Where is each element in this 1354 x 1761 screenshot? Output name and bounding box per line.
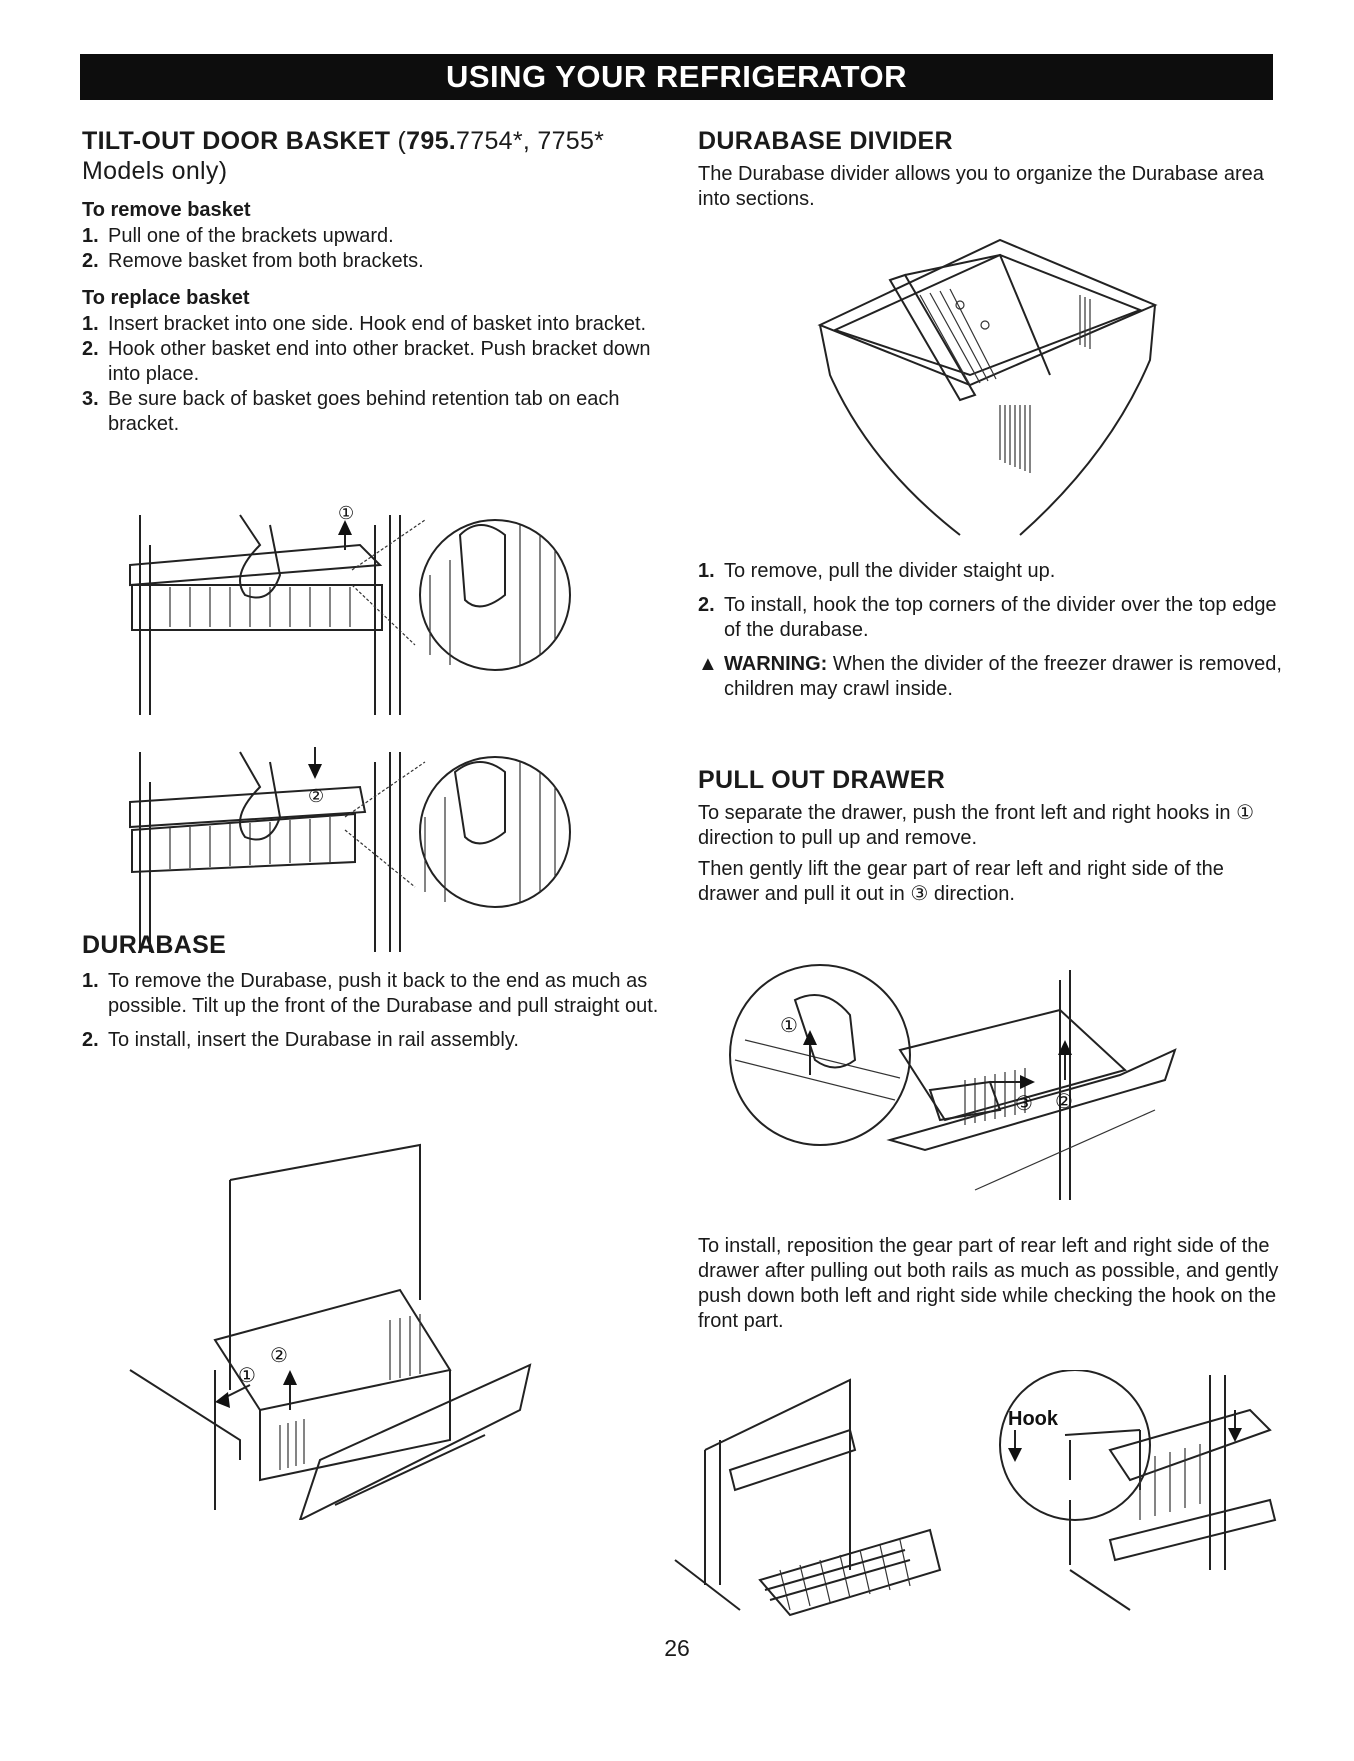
list-item: 3. Be sure back of basket goes behind ret…: [82, 387, 662, 437]
pull-out-marker-1: ①: [780, 1013, 798, 1037]
replace-basket-steps: 1. Insert bracket into one side. Hook end…: [82, 312, 662, 437]
durabase-divider-steps: 1. To remove, pull the divider staight up…: [698, 559, 1288, 643]
durabase-heading: DURABASE: [82, 931, 227, 959]
tilt-out-heading: TILT-OUT DOOR BASKET (795.7754*, 7755* M…: [82, 126, 662, 186]
tilt-out-heading-model: 795.: [406, 127, 457, 155]
divider-warning: ▲ WARNING: When the divider of the freeze…: [698, 652, 1288, 702]
step-text: Remove basket from both brackets.: [108, 250, 424, 272]
durabase-marker-2: ②: [270, 1343, 288, 1367]
step-number: 1.: [82, 970, 99, 992]
list-item: 1. To remove the Durabase, push it back t…: [82, 969, 662, 1019]
step-number: 1.: [82, 225, 99, 247]
hook-label: Hook: [1008, 1408, 1059, 1430]
step-text: Be sure back of basket goes behind reten…: [108, 388, 620, 435]
tilt-out-figure-replace: ②: [120, 742, 620, 957]
page-number: 26: [664, 1635, 690, 1661]
remove-basket-title: To remove basket: [82, 199, 251, 221]
pull-out-figure-install: Hook: [670, 1370, 1295, 1620]
list-item: 1. To remove, pull the divider staight up…: [698, 559, 1288, 584]
pull-out-heading: PULL OUT DRAWER: [698, 766, 946, 794]
durabase-divider-intro: The Durabase divider allows you to organ…: [698, 163, 1264, 210]
tilt-out-figure-remove: ①: [120, 505, 620, 720]
step-number: 1.: [82, 313, 99, 335]
list-item: 2. To install, hook the top corners of th…: [698, 593, 1288, 643]
remove-basket-steps: 1. Pull one of the brackets upward. 2. Rem…: [82, 224, 662, 274]
replace-basket-title: To replace basket: [82, 287, 250, 309]
durabase-steps: 1. To remove the Durabase, push it back t…: [82, 969, 662, 1053]
step-text: Pull one of the brackets upward.: [108, 225, 394, 247]
page-banner: USING YOUR REFRIGERATOR: [80, 54, 1273, 100]
step-number: 2.: [82, 1029, 99, 1051]
right-column: DURABASE DIVIDER The Durabase divider al…: [698, 126, 1278, 212]
step-number: 2.: [82, 338, 99, 360]
left-column: TILT-OUT DOOR BASKET (795.7754*, 7755* M…: [82, 126, 662, 437]
durabase-marker-1: ①: [238, 1363, 256, 1387]
pull-out-marker-2: ②: [1055, 1089, 1073, 1113]
durabase-section: DURABASE 1. To remove the Durabase, push …: [82, 930, 662, 1053]
step-number: 2.: [698, 594, 715, 616]
step-text: Hook other basket end into other bracket…: [108, 338, 651, 385]
step-text: To remove the Durabase, push it back to …: [108, 970, 659, 1017]
list-item: 1. Pull one of the brackets upward.: [82, 224, 662, 249]
warning-label: WARNING:: [724, 653, 828, 675]
durabase-divider-figure: [810, 235, 1170, 540]
list-item: 2. To install, insert the Durabase in rai…: [82, 1028, 662, 1053]
warning-text: When the divider of the freezer drawer i…: [724, 653, 1282, 700]
step-text: To install, hook the top corners of the …: [724, 594, 1277, 641]
step-text: To install, insert the Durabase in rail …: [108, 1029, 519, 1051]
pull-out-install-block: To install, reposition the gear part of …: [698, 1228, 1283, 1334]
tilt-out-heading-bold: TILT-OUT DOOR BASKET: [82, 127, 391, 155]
pull-out-section: PULL OUT DRAWER To separate the drawer, …: [698, 765, 1283, 907]
step-number: 2.: [82, 250, 99, 272]
step-text: To remove, pull the divider staight up.: [724, 560, 1056, 582]
pull-out-figure-remove: ① ③ ②: [725, 960, 1195, 1205]
durabase-divider-heading: DURABASE DIVIDER: [698, 127, 953, 155]
step-marker-1: ①: [338, 505, 354, 524]
pull-out-para3: To install, reposition the gear part of …: [698, 1235, 1279, 1332]
step-text: Insert bracket into one side. Hook end o…: [108, 313, 647, 335]
list-item: 2. Hook other basket end into other brack…: [82, 337, 662, 387]
warning-icon: ▲: [698, 653, 718, 675]
pull-out-para2: Then gently lift the gear part of rear l…: [698, 858, 1224, 905]
durabase-figure: ① ②: [120, 1140, 560, 1520]
durabase-divider-steps-block: 1. To remove, pull the divider staight up…: [698, 550, 1288, 702]
tilt-out-heading-paren: (: [390, 127, 407, 155]
list-item: 2. Remove basket from both brackets.: [82, 249, 662, 274]
pull-out-para1: To separate the drawer, push the front l…: [698, 802, 1255, 849]
step-number: 1.: [698, 560, 715, 582]
list-item: 1. Insert bracket into one side. Hook end…: [82, 312, 662, 337]
step-marker-2: ②: [308, 786, 324, 807]
step-number: 3.: [82, 388, 99, 410]
tilt-out-heading-models: 7754*, 7755* Models only): [82, 127, 605, 185]
pull-out-marker-3: ③: [1015, 1091, 1033, 1115]
